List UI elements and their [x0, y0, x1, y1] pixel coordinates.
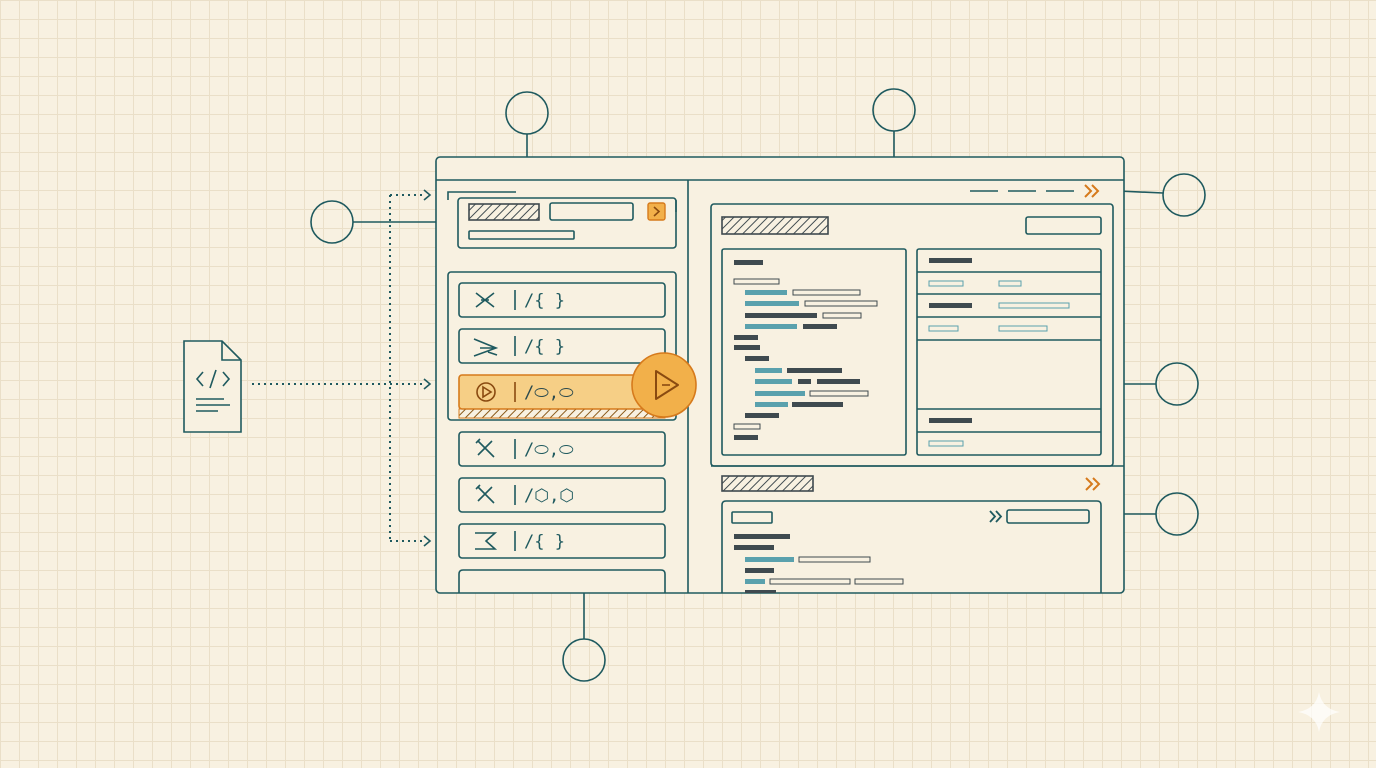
list-item[interactable]: /{ } — [458, 282, 666, 318]
callout-right-top — [1111, 173, 1206, 217]
input-chevron-icon — [989, 510, 1003, 523]
plugin-icon — [475, 292, 495, 308]
list-item[interactable]: /⬭,⬭ — [458, 374, 666, 419]
app-window — [435, 156, 1125, 594]
list-container — [447, 271, 677, 421]
tools-icon — [475, 438, 495, 458]
list-item-signature: /⬡,⬡ — [524, 486, 574, 506]
list-item-signature: /⬭,⬭ — [524, 383, 574, 403]
list-item-signature: /{ } — [524, 291, 565, 311]
header-go-button[interactable] — [647, 202, 666, 221]
output-filter-chip[interactable] — [731, 511, 773, 524]
list-item-signature: /{ } — [524, 532, 565, 552]
output-title-placeholder — [721, 475, 814, 492]
code-lines — [733, 260, 878, 440]
list-item[interactable]: /{ } — [458, 523, 666, 559]
list-item-box — [458, 431, 666, 467]
editor-panel — [710, 190, 1114, 467]
code-view — [721, 248, 907, 456]
list-item-partial[interactable] — [458, 569, 666, 593]
left-panel-header — [447, 191, 677, 249]
function-icon — [475, 532, 498, 550]
properties-table — [916, 248, 1102, 456]
header-search-field[interactable] — [549, 202, 634, 221]
dotted-arrows — [252, 194, 424, 542]
header-title-placeholder — [468, 203, 540, 221]
play-icon — [655, 370, 679, 400]
tools-icon — [475, 484, 495, 504]
code-file-icon — [183, 340, 242, 433]
arrow-heads — [423, 189, 432, 547]
table-bars — [928, 258, 1070, 447]
list-item[interactable]: /⬭,⬭ — [458, 431, 666, 467]
play-small-icon — [476, 382, 496, 402]
run-button[interactable] — [631, 352, 697, 418]
output-chevron-icon[interactable] — [1085, 477, 1101, 491]
list-item-box — [458, 282, 666, 318]
list-item-box — [458, 477, 666, 513]
output-lines — [734, 534, 904, 593]
double-chevron-icon[interactable] — [1084, 184, 1100, 198]
editor-title-placeholder — [721, 216, 829, 235]
list-item-progress — [458, 408, 666, 419]
action-list: /{ } /{ } /⬭,⬭ /⬭,⬭ /⬡,⬡ /{ } — [458, 282, 666, 559]
list-item-box — [458, 523, 666, 559]
sparkle-icon — [1298, 692, 1340, 732]
editor-action-field[interactable] — [1025, 216, 1102, 235]
list-item-box — [458, 328, 666, 364]
callout-left — [310, 200, 436, 244]
list-item-signature: /⬭,⬭ — [524, 440, 574, 460]
branch-icon — [473, 338, 499, 357]
list-item-signature: /{ } — [524, 337, 565, 357]
output-input-field[interactable] — [1006, 509, 1090, 524]
list-item[interactable]: /⬡,⬡ — [458, 477, 666, 513]
list-item[interactable]: /{ } — [458, 328, 666, 364]
output-panel — [711, 465, 1124, 593]
